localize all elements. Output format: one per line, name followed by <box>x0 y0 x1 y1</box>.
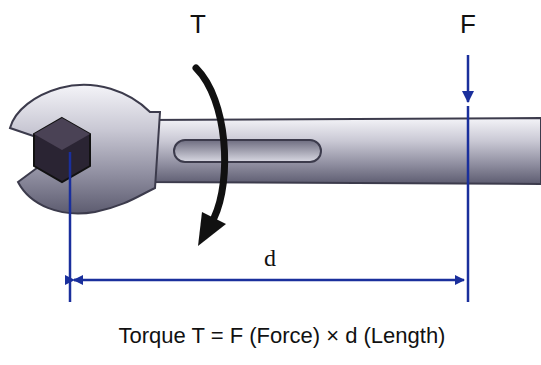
wrench-head <box>10 85 160 214</box>
length-symbol: d <box>264 245 276 271</box>
torque-arrow <box>196 68 225 218</box>
force-line <box>467 106 470 302</box>
force-symbol: F <box>460 10 476 39</box>
torque-symbol: T <box>190 10 206 39</box>
formula-caption: Torque T = F (Force) × d (Length) <box>119 324 446 348</box>
dimension-line <box>74 279 464 282</box>
hex-nut-face <box>34 118 90 150</box>
force-arrow <box>467 55 470 102</box>
handle-slot <box>174 140 321 162</box>
hex-nut <box>34 118 90 182</box>
wrench-handle <box>140 118 541 184</box>
torque-arrowhead <box>198 212 226 246</box>
pivot-line <box>69 152 72 302</box>
dimension-arrow-left <box>74 279 80 282</box>
